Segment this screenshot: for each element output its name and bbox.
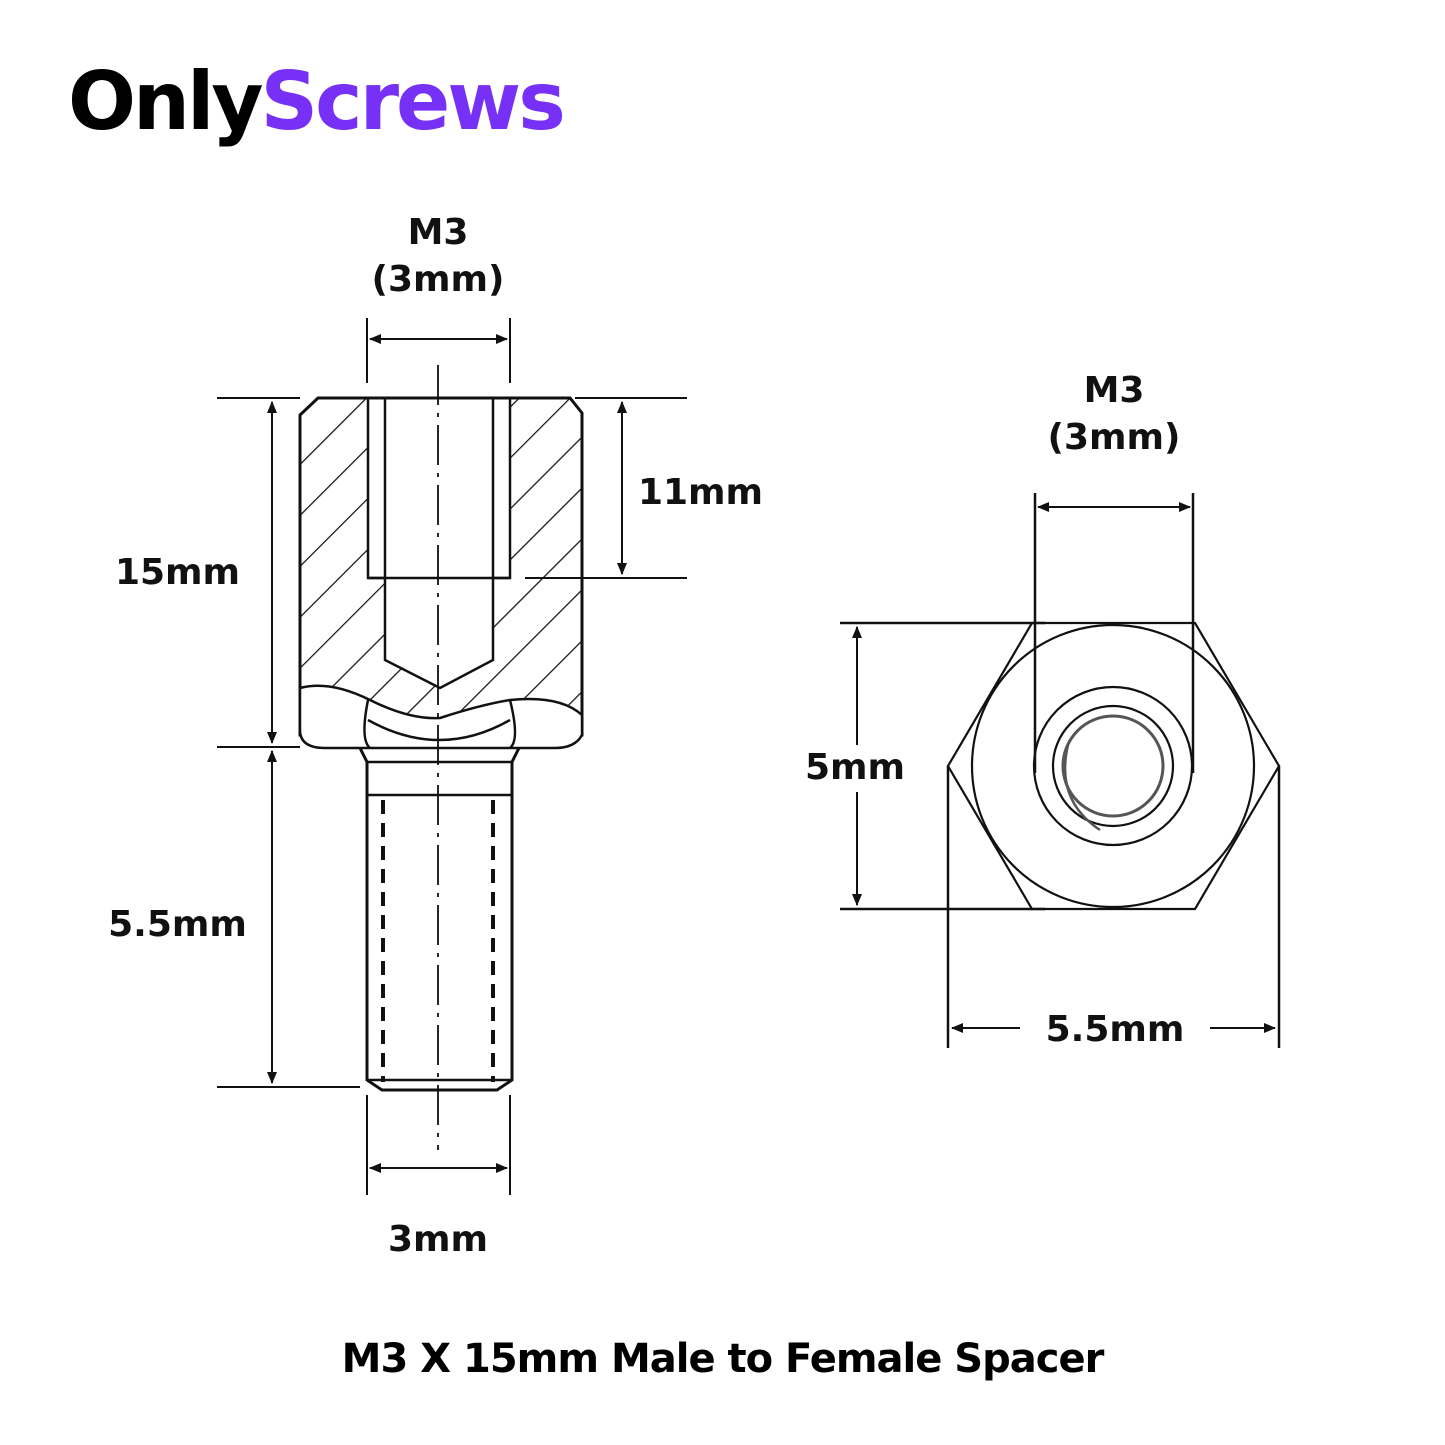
side-view-dimensions: [217, 318, 687, 1195]
top-thread-label: M3 (3mm): [358, 210, 518, 304]
end-thread-label-line2: (3mm): [1047, 416, 1181, 458]
internal-thread-depth-label: 11mm: [637, 472, 764, 513]
end-thread-label: M3 (3mm): [1034, 368, 1194, 462]
brand-logo-part1: Only: [68, 55, 264, 148]
hex-height-label: 5mm: [790, 745, 920, 792]
end-view-dimensions: [840, 493, 1281, 1048]
hex-width-label: 5.5mm: [1045, 1009, 1185, 1050]
top-thread-label-line1: M3: [407, 212, 469, 253]
overall-length-label: 15mm: [114, 552, 241, 593]
brand-logo-part2: Screws: [260, 55, 566, 148]
end-thread-label-line1: M3: [1083, 370, 1145, 411]
top-thread-label-line2: (3mm): [371, 258, 505, 300]
side-view: [298, 365, 584, 1150]
brand-logo: OnlyScrews: [68, 62, 566, 142]
male-thread-diameter-label: 3mm: [387, 1219, 489, 1260]
male-thread-length-label: 5.5mm: [108, 904, 247, 945]
product-caption: M3 X 15mm Male to Female Spacer: [341, 1336, 1105, 1382]
end-view: [946, 621, 1281, 911]
